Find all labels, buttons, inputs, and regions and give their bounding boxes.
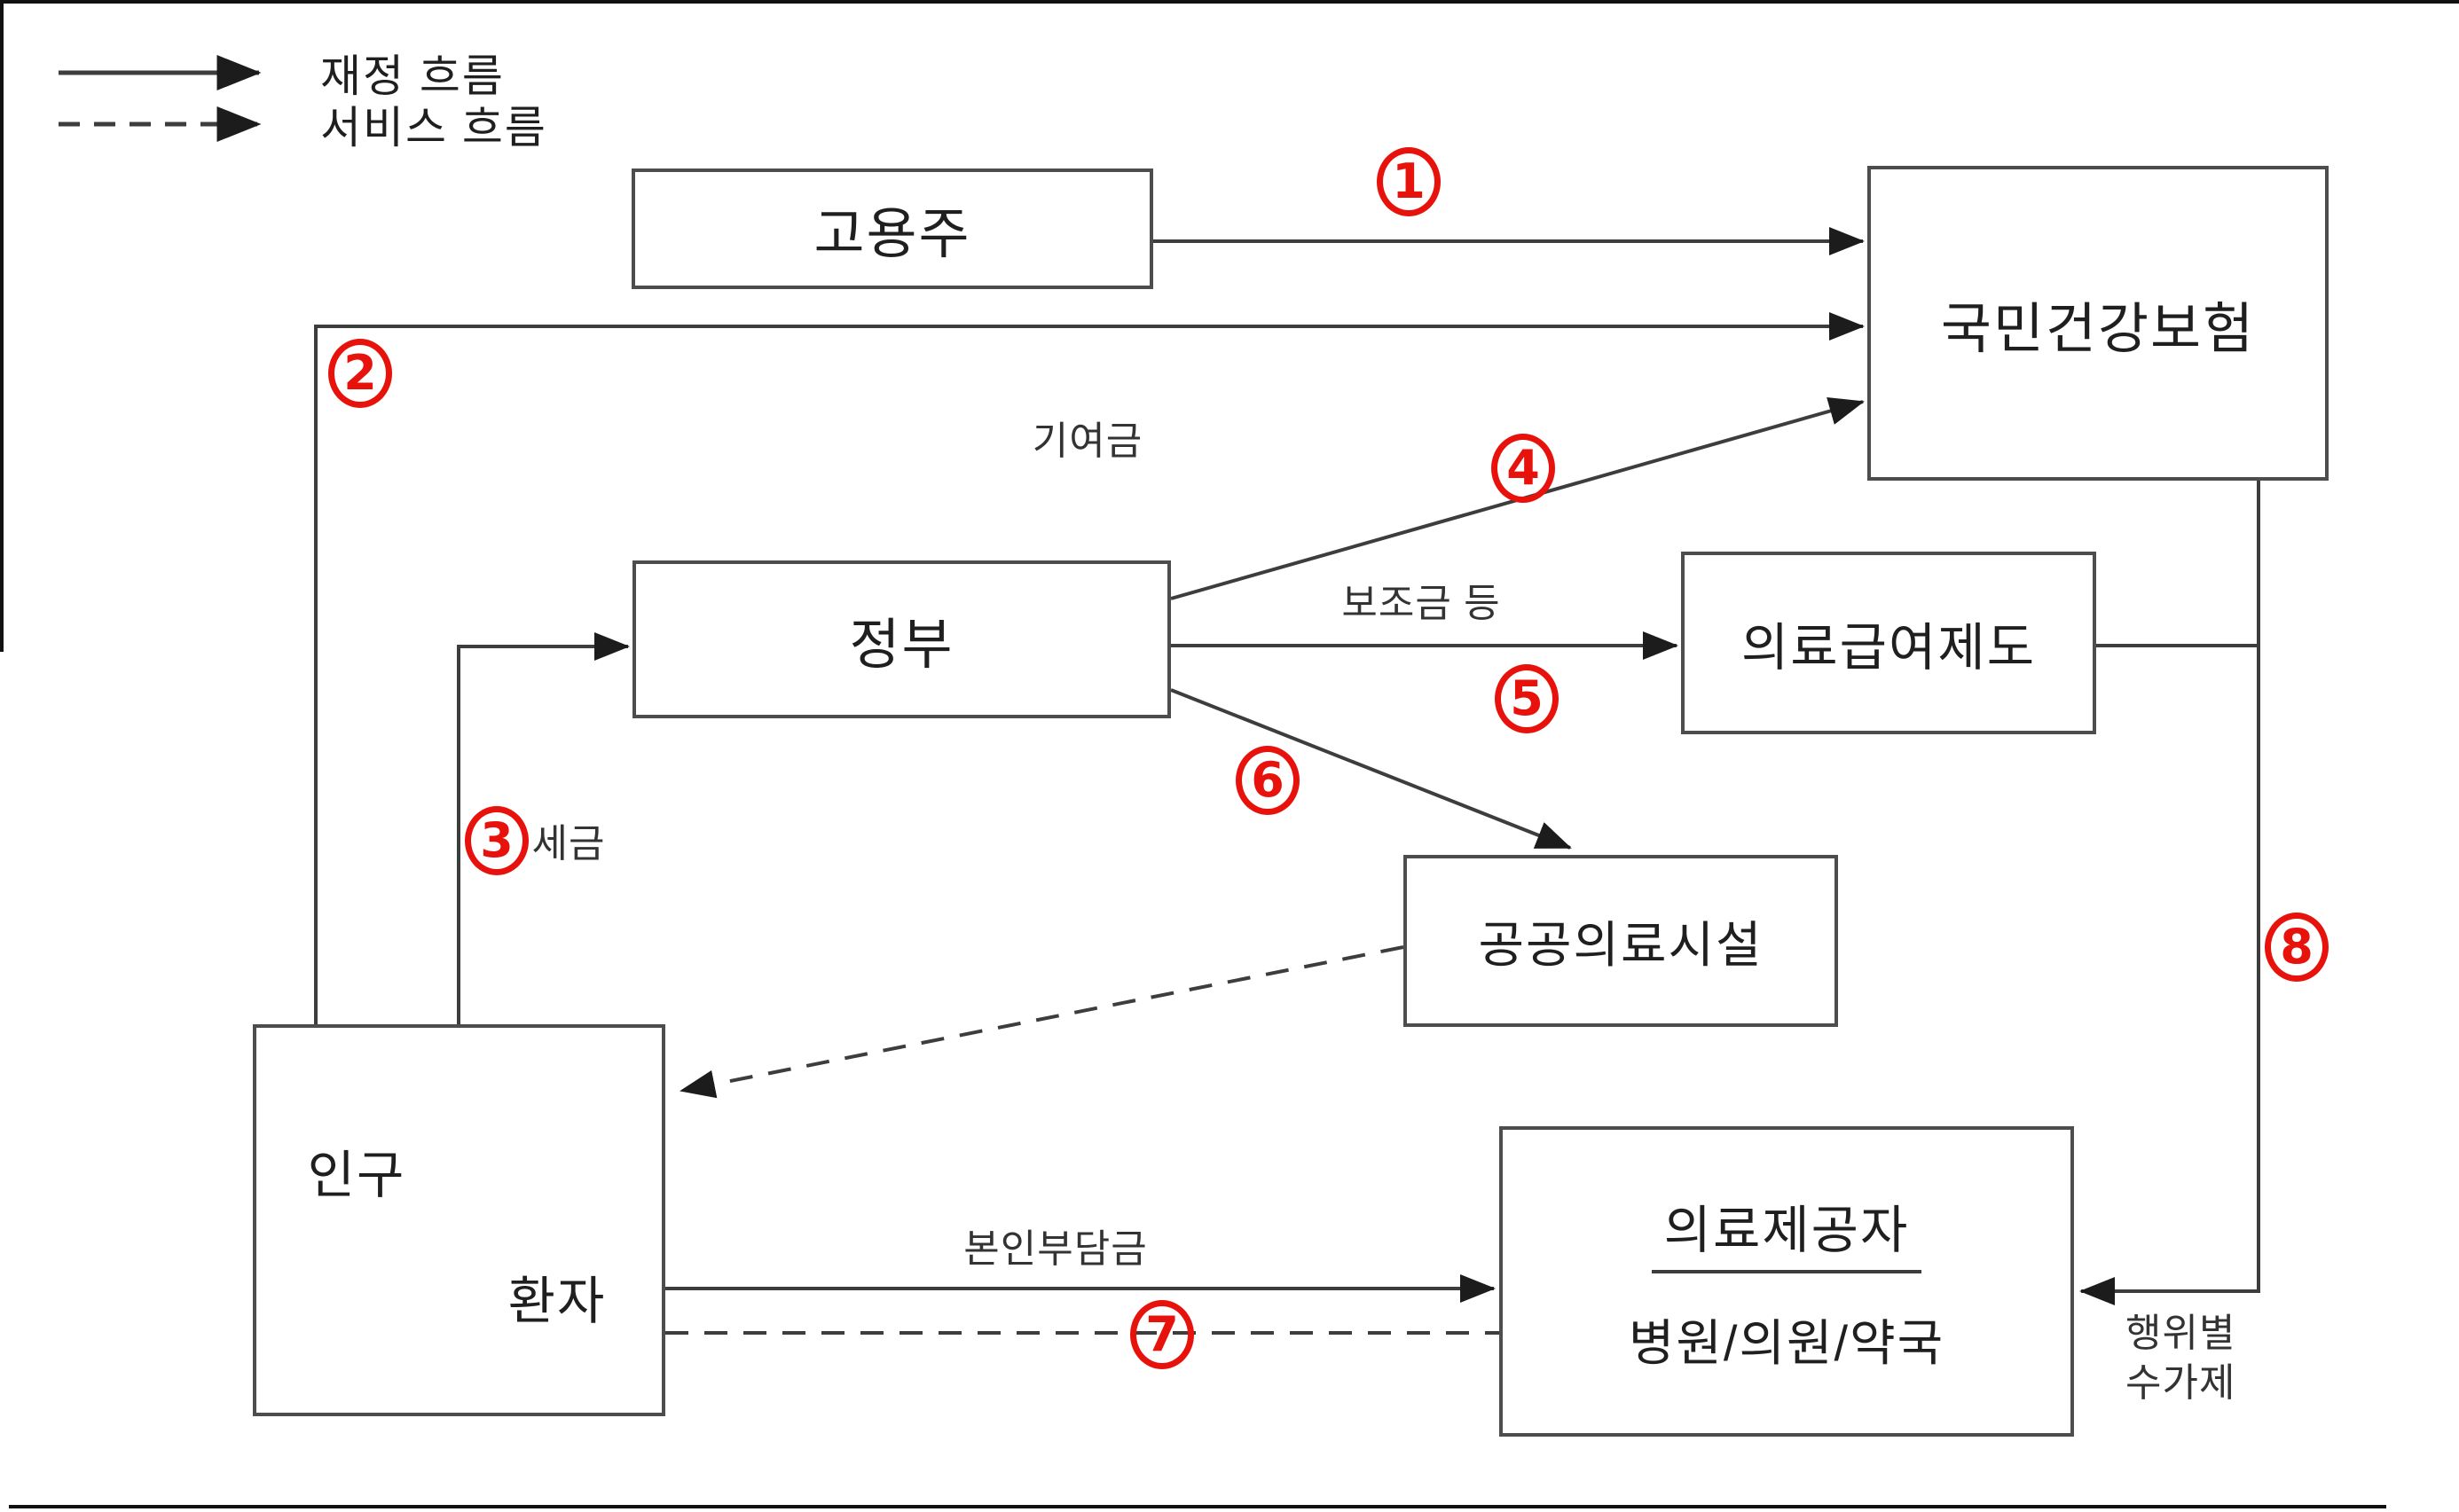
edge-label-fee-for-service: 행위별 수가제 — [2125, 1309, 2235, 1409]
flow-number-4: 4 — [1491, 434, 1555, 503]
employer-label: 고용주 — [813, 204, 971, 265]
flow-number-7: 7 — [1130, 1300, 1194, 1369]
fee-for-service-line1: 행위별 — [2125, 1312, 2236, 1355]
legend-service-flow-label: 서비스 흐름 — [320, 103, 547, 153]
flow-number-1: 1 — [1377, 147, 1441, 216]
edge-label-tax: 세금 — [531, 822, 606, 866]
medical-aid-label: 의료급여제도 — [1740, 619, 2037, 677]
nhi-label: 국민건강보험 — [1940, 298, 2256, 360]
node-medical-aid-system: 의료급여제도 — [1681, 552, 2096, 734]
flow-number-5: 5 — [1495, 664, 1559, 733]
flow-8-nhi-to-provider — [2079, 481, 2260, 1305]
legend-financial-flow-label: 재정 흐름 — [320, 51, 505, 101]
node-employer: 고용주 — [632, 168, 1153, 289]
population-label: 인구 — [307, 1147, 406, 1204]
node-national-health-insurance: 국민건강보험 — [1867, 166, 2329, 481]
government-label: 정부 — [849, 615, 955, 676]
service-flow-public-facility-to-population — [680, 945, 1404, 1099]
edge-label-contribution: 기여금 — [1032, 419, 1143, 463]
patient-label: 환자 — [507, 1273, 607, 1330]
flow-number-3: 3 — [465, 806, 529, 875]
flow-number-2: 2 — [328, 339, 392, 408]
node-medical-provider: 의료제공자 병원/의원/약국 — [1499, 1126, 2074, 1437]
provider-title: 의료제공자 — [1651, 1188, 1922, 1273]
flow-3-population-to-government — [457, 632, 630, 1024]
flow-number-6: 6 — [1236, 746, 1300, 815]
provider-subtitle: 병원/의원/약국 — [1628, 1314, 1945, 1371]
node-public-medical-facility: 공공의료시설 — [1403, 855, 1838, 1027]
edge-label-copayment: 본인부담금 — [963, 1227, 1148, 1271]
public-facility-label: 공공의료시설 — [1478, 916, 1764, 973]
fee-for-service-line2: 수가제 — [2125, 1361, 2236, 1406]
flow-number-8: 8 — [2265, 913, 2329, 982]
flow-6-government-to-public-facility — [1170, 688, 1572, 850]
node-population-patient — [253, 1024, 665, 1416]
edge-label-subsidy: 보조금 등 — [1341, 582, 1501, 625]
node-government: 정부 — [632, 560, 1171, 718]
flow-2-population-to-nhi — [314, 312, 1865, 1024]
